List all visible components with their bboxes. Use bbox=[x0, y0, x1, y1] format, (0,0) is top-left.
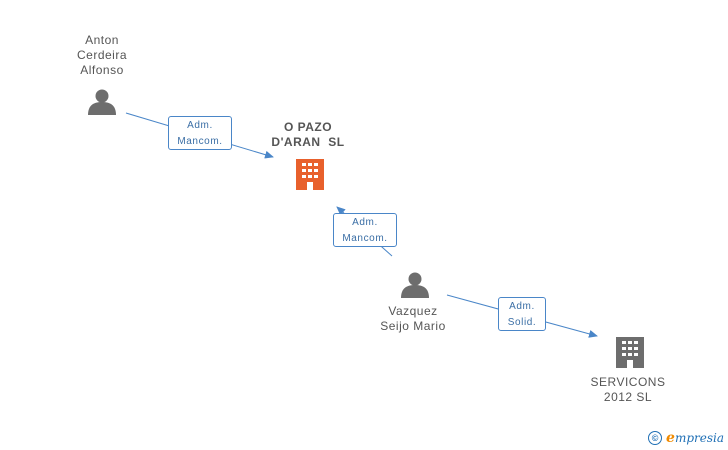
node-label-line: D'ARAN SL bbox=[271, 135, 345, 149]
role-line: Solid. bbox=[507, 317, 537, 328]
role-line: Adm. bbox=[187, 120, 213, 131]
copyright-icon: © bbox=[648, 431, 663, 445]
role-line: Adm. bbox=[352, 217, 378, 228]
node-label-servicons[interactable]: SERVICONS 2012 SL bbox=[578, 375, 678, 405]
role-line: Mancom. bbox=[177, 136, 223, 147]
person-icon[interactable] bbox=[401, 272, 429, 299]
node-label-line: Vazquez bbox=[388, 304, 438, 318]
role-box-vazquez-servicons[interactable]: Adm. Solid. bbox=[498, 297, 546, 331]
node-label-anton[interactable]: Anton Cerdeira Alfonso bbox=[52, 33, 152, 78]
building-icon[interactable] bbox=[616, 337, 644, 368]
role-box-vazquez-opazo[interactable]: Adm. Mancom. bbox=[333, 213, 397, 247]
node-label-line: SERVICONS bbox=[590, 375, 666, 389]
node-label-line: Seijo Mario bbox=[380, 319, 446, 333]
node-label-line: 2012 SL bbox=[603, 390, 653, 404]
node-label-vazquez[interactable]: Vazquez Seijo Mario bbox=[363, 304, 463, 334]
role-line: Mancom. bbox=[342, 233, 388, 244]
node-label-line: O PAZO bbox=[283, 120, 333, 134]
node-label-line: Alfonso bbox=[80, 63, 124, 77]
building-icon[interactable] bbox=[296, 159, 324, 190]
person-icon[interactable] bbox=[88, 89, 116, 116]
node-label-line: Anton bbox=[85, 33, 119, 47]
brand-logo: empresia bbox=[666, 430, 724, 446]
role-box-anton-opazo[interactable]: Adm. Mancom. bbox=[168, 116, 232, 150]
node-label-line: Cerdeira bbox=[76, 48, 128, 62]
role-line: Adm. bbox=[509, 301, 535, 312]
node-label-opazo[interactable]: O PAZO D'ARAN SL bbox=[258, 120, 358, 150]
footer-watermark: © empresia bbox=[648, 430, 724, 446]
